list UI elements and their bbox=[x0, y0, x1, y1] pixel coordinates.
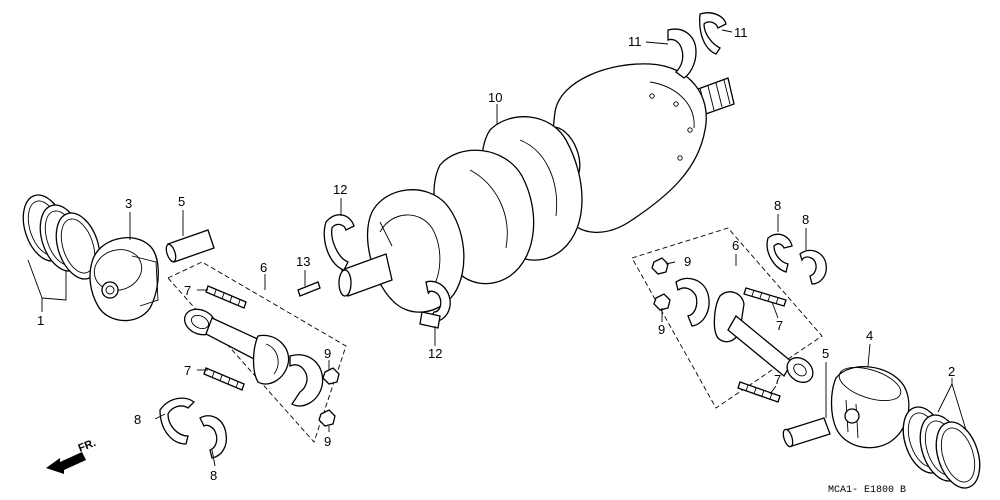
callout-5-left: 5 bbox=[178, 194, 185, 209]
callout-7-upper-left: 7 bbox=[184, 283, 191, 298]
callout-11-right: 11 bbox=[734, 25, 748, 40]
callout-8-left-b: 8 bbox=[210, 468, 217, 483]
callout-7-lower-right: 7 bbox=[774, 372, 781, 387]
piston-left bbox=[89, 237, 159, 322]
bearing-shells-8-right bbox=[766, 233, 827, 285]
conrod-bolt-upper-left bbox=[205, 285, 247, 309]
conrod-nut-lower-right bbox=[653, 293, 671, 311]
callout-7-lower-left: 7 bbox=[184, 363, 191, 378]
callout-12-upper: 12 bbox=[333, 182, 347, 197]
diagram-code: MCA1- E1800 B bbox=[828, 485, 906, 496]
piston-pin-left bbox=[165, 229, 215, 263]
connecting-rod-right bbox=[713, 291, 814, 383]
main-bearing-12-upper bbox=[323, 214, 355, 271]
callout-labels: 1 3 5 6 7 7 8 8 9 9 13 12 12 10 11 11 6 … bbox=[37, 25, 955, 483]
conrod-nut-upper-left bbox=[322, 367, 340, 385]
conrod-box-right bbox=[631, 227, 823, 409]
callout-13: 13 bbox=[296, 254, 310, 269]
conrod-nut-lower-left bbox=[318, 409, 336, 427]
conrod-box-left bbox=[167, 261, 347, 443]
conrod-bolt-lower-right bbox=[737, 381, 781, 403]
main-bearing-12-lower bbox=[419, 280, 451, 329]
front-direction-arrow bbox=[46, 452, 86, 474]
thrust-washer-11-right bbox=[699, 12, 727, 55]
callout-9-lower-left: 9 bbox=[324, 434, 331, 449]
front-direction-label: FR. bbox=[77, 437, 98, 455]
callout-8-right-b: 8 bbox=[802, 212, 809, 227]
conrod-bolt-upper-right bbox=[743, 287, 787, 307]
piston-right bbox=[830, 366, 910, 449]
callout-5-right: 5 bbox=[822, 346, 829, 361]
callout-9-upper-right: 9 bbox=[684, 254, 691, 269]
conrod-cap-left bbox=[289, 354, 324, 407]
callout-7-upper-right: 7 bbox=[776, 318, 783, 333]
piston-pin-right bbox=[782, 417, 831, 448]
bearing-shells-8-left bbox=[159, 397, 228, 459]
callout-9-lower-right: 9 bbox=[658, 322, 665, 337]
dowel-pin-13 bbox=[297, 281, 321, 297]
connecting-rod-left bbox=[183, 308, 290, 385]
callout-3: 3 bbox=[125, 196, 132, 211]
thrust-washer-11-left bbox=[667, 28, 697, 79]
callout-6-right: 6 bbox=[732, 238, 739, 253]
piston-rings-left bbox=[22, 194, 101, 280]
piston-rings-right bbox=[902, 406, 981, 489]
callout-6-left: 6 bbox=[260, 260, 267, 275]
callout-11-left: 11 bbox=[628, 34, 642, 49]
conrod-nut-upper-right bbox=[651, 257, 669, 275]
callout-10: 10 bbox=[488, 90, 502, 105]
callout-9-upper-left: 9 bbox=[324, 346, 331, 361]
conrod-bolt-lower-left bbox=[203, 367, 245, 391]
callout-12-lower: 12 bbox=[428, 346, 442, 361]
crankshaft bbox=[338, 63, 735, 313]
leader-lines bbox=[27, 29, 967, 467]
callout-2: 2 bbox=[948, 364, 955, 379]
callout-8-right-a: 8 bbox=[774, 198, 781, 213]
conrod-cap-right bbox=[675, 277, 710, 327]
callout-1: 1 bbox=[37, 313, 44, 328]
callout-4: 4 bbox=[866, 328, 873, 343]
callout-8-left-a: 8 bbox=[134, 412, 141, 427]
